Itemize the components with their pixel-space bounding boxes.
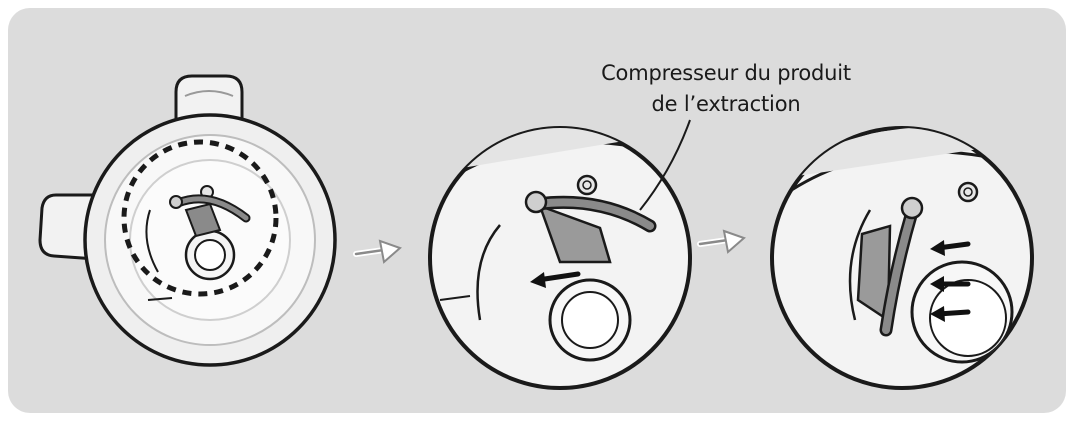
arrow-left-icon — [930, 240, 971, 256]
arrow-right-icon — [697, 229, 746, 254]
arrow-left-icon — [930, 306, 971, 322]
step-1-zoom — [428, 126, 692, 390]
callout-line-2: de l’extraction — [651, 92, 801, 116]
arrow-left-icon — [530, 271, 581, 288]
zoom-circle — [121, 139, 279, 297]
arrow-right-icon — [353, 239, 402, 264]
compressor-callout-label: Compresseur du produit de l’extraction — [596, 58, 856, 120]
arrow-left-icon — [930, 276, 971, 292]
callout-leader — [639, 119, 691, 211]
step-2-zoom — [770, 126, 1034, 390]
juicer-top-view — [38, 74, 337, 367]
callout-line-1: Compresseur du produit — [601, 61, 851, 85]
